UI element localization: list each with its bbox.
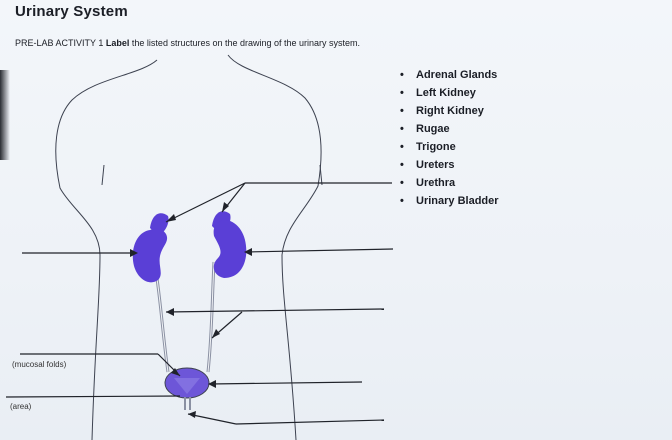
page-title: Urinary System [15,3,128,20]
list-item: •Left Kidney [400,84,499,102]
list-item: •Right Kidney [400,102,499,120]
hint-mucosal-folds: (mucosal folds) [12,360,67,369]
arrowhead-rugae [171,368,180,376]
trigone [174,378,200,394]
bullet-icon: • [400,177,404,189]
bullet-icon: • [400,159,404,171]
hint-area: (area) [10,402,32,411]
list-item: •Urethra [400,174,499,192]
list-item: •Ureters [400,156,499,174]
leader-line-adrenal-left [165,182,246,223]
leader-line-ureters [165,308,385,313]
urethra [184,397,191,410]
arrowhead-right-kidney [244,248,252,256]
arrowhead-adrenal-right [222,202,229,212]
page-edge-shadow [0,70,10,160]
arrowhead-left-kidney [130,249,138,257]
leader-line-urethra-ext [235,419,385,425]
bullet-icon: • [400,195,404,207]
bullet-icon: • [400,69,404,81]
leader-arrowheads [130,202,252,418]
right-kidney [213,220,247,278]
bullet-icon: • [400,87,404,99]
leader-lines [5,182,394,425]
body-outline-left [55,59,158,440]
leader-line-urethra [187,413,237,425]
leader-line-right-kidney [245,248,394,253]
bullet-icon: • [400,105,404,117]
leader-line-bladder [209,381,363,385]
list-item: •Urinary Bladder [400,192,499,210]
arrowhead-bladder [208,380,216,388]
body-outline-right [227,54,322,440]
activity-label: PRE-LAB ACTIVITY 1 [15,38,104,48]
arm-line-left [101,164,105,186]
arrowhead-adrenal-left [166,214,176,222]
bullet-icon: • [400,141,404,153]
list-item: •Rugae [400,120,499,138]
structure-list: •Adrenal Glands •Left Kidney •Right Kidn… [400,66,499,210]
arm-line-right [319,164,323,186]
left-kidney [132,228,168,283]
arrowhead-urethra [188,411,196,418]
list-item: •Trigone [400,138,499,156]
arrowhead-ureter-right [212,329,220,338]
label-word: Label [105,38,130,48]
instructions: PRE-LAB ACTIVITY 1 Label the listed stru… [15,38,360,48]
leader-line-trigone [5,395,181,398]
bullet-icon: • [400,123,404,135]
list-item: •Adrenal Glands [400,66,499,84]
instructions-text: the listed structures on the drawing of … [131,38,361,48]
arrowhead-ureter-left [166,308,174,316]
